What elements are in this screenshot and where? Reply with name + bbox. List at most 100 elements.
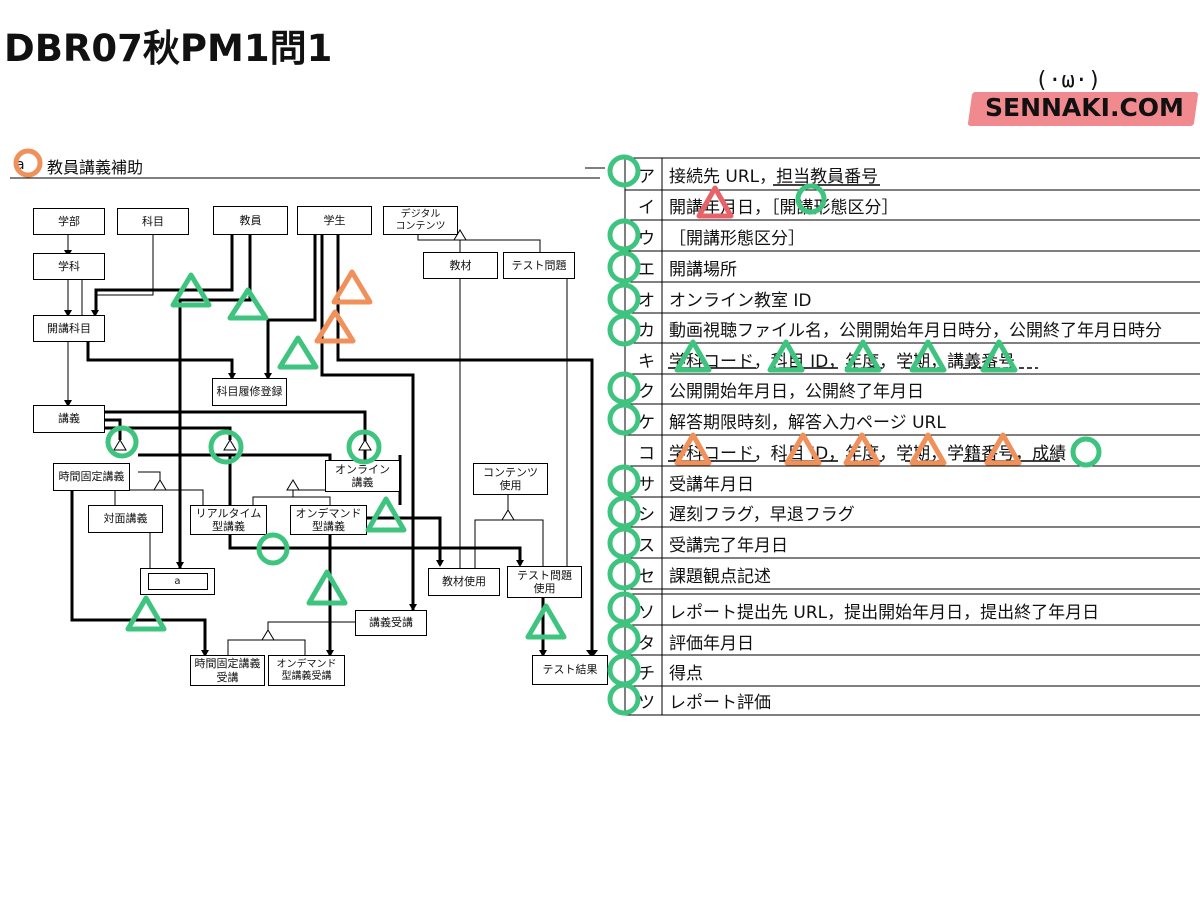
- entity-test-shiyou: テスト問題 使用: [507, 566, 582, 598]
- circle-mark: [607, 313, 641, 347]
- entity-jikan-jukou: 時間固定講義 受講: [190, 655, 265, 686]
- table-row: カ動画視聴ファイル名，公開開始年月日時分，公開終了年月日時分: [625, 312, 1200, 342]
- row-value: 学科コード，科目 ID，年度，学期，講義番号: [669, 352, 1016, 372]
- triangle-mark: [909, 432, 947, 466]
- circle-mark: [607, 250, 641, 284]
- table-row: ス受講完了年月日: [625, 527, 1200, 557]
- circle-mark: [607, 154, 641, 188]
- section-label: a: [16, 157, 25, 173]
- entity-test-mondai: テスト問題: [503, 252, 575, 279]
- row-value: 動画視聴ファイル名，公開開始年月日時分，公開終了年月日時分: [669, 321, 1162, 341]
- blank-a-label: a: [147, 573, 208, 590]
- row-key: カ: [638, 321, 655, 341]
- row-value: 遅刻フラグ，早退フラグ: [669, 505, 855, 525]
- entity-kamoku: 科目: [117, 208, 189, 235]
- circle-mark: [13, 148, 43, 178]
- entity-gakubu: 学部: [33, 208, 105, 235]
- row-key: シ: [638, 505, 655, 525]
- circle-mark: [607, 282, 641, 316]
- table-row: ケ解答期限時刻，解答入力ページ URL: [625, 404, 1200, 434]
- entity-jikan-kotei: 時間固定講義: [53, 463, 130, 491]
- row-key: エ: [638, 260, 655, 280]
- table-row: ツレポート評価: [625, 684, 1200, 714]
- logo-face: (·ω·): [1035, 68, 1102, 93]
- entity-realtime: リアルタイム 型講義: [190, 505, 267, 535]
- row-key: ケ: [638, 413, 655, 433]
- circle-mark: [607, 526, 641, 560]
- triangle-mark: [365, 496, 407, 533]
- row-key: ク: [638, 382, 655, 402]
- row-key: イ: [638, 198, 655, 218]
- table-row: ク公開開始年月日，公開終了年月日: [625, 373, 1200, 403]
- row-key: セ: [638, 567, 655, 587]
- logo-text: SENNAKI.COM: [985, 93, 1184, 122]
- entity-online: オンライン 講義: [325, 460, 400, 492]
- table-row: サ受講年月日: [625, 466, 1200, 496]
- triangle-mark: [125, 595, 167, 632]
- row-key: コ: [638, 444, 655, 464]
- circle-mark: [607, 464, 641, 498]
- row-value: 受講年月日: [669, 475, 754, 495]
- row-value: レポート評価: [669, 693, 771, 713]
- row-key: オ: [638, 291, 655, 311]
- triangle-mark: [784, 432, 822, 466]
- triangle-mark: [844, 339, 882, 373]
- triangle-mark: [980, 339, 1018, 373]
- table-row: オオンライン教室 ID: [625, 282, 1200, 312]
- row-value: 開講場所: [669, 260, 737, 280]
- circle-mark: [105, 425, 139, 459]
- circle-mark: [607, 218, 641, 252]
- row-key: ソ: [638, 603, 655, 623]
- entity-ondemand-jukou: オンデマンド 型講義受講: [268, 655, 345, 686]
- row-value: 接続先 URL，担当教員番号: [669, 167, 879, 187]
- triangle-mark: [767, 339, 805, 373]
- table-row: セ課題観点記述: [625, 558, 1200, 588]
- table-row: エ開講場所: [625, 251, 1200, 281]
- circle-mark: [607, 402, 641, 436]
- table-row: ア接続先 URL，担当教員番号: [625, 158, 1200, 188]
- table-row: タ評価年月日: [625, 625, 1200, 655]
- row-value: ［開講形態区分］: [669, 229, 805, 249]
- entity-digital: デジタル コンテンツ: [383, 206, 458, 235]
- row-key: ア: [638, 167, 655, 187]
- row-key: タ: [638, 634, 655, 654]
- row-value: 課題観点記述: [669, 567, 771, 587]
- row-key: ツ: [638, 693, 655, 713]
- table-row: ソレポート提出先 URL，提出開始年月日，提出終了年月日: [625, 594, 1200, 624]
- triangle-mark: [306, 569, 348, 606]
- row-value: 受講完了年月日: [669, 536, 788, 556]
- row-value: オンライン教室 ID: [669, 291, 812, 311]
- circle-mark: [346, 429, 382, 465]
- entity-kyouzai-shiyou: 教材使用: [428, 568, 500, 596]
- section-title: 教員講義補助: [47, 158, 144, 177]
- entity-test-kekka: テスト結果: [532, 655, 608, 685]
- table-row: ウ ［開講形態区分］: [625, 220, 1200, 250]
- circle-mark: [607, 557, 641, 591]
- circle-mark: [607, 622, 641, 656]
- entity-kamoku-rishu: 科目履修登録: [212, 378, 287, 406]
- triangle-mark: [696, 185, 734, 219]
- entity-kaikou-kamoku: 開講科目: [33, 315, 105, 342]
- row-key: キ: [638, 352, 655, 372]
- circle-mark: [256, 532, 290, 566]
- triangle-mark: [331, 269, 373, 305]
- entity-kyouzai: 教材: [423, 252, 498, 279]
- entity-contents-shiyou: コンテンツ 使用: [473, 463, 548, 495]
- row-key: ウ: [638, 229, 655, 249]
- entity-blank-a: a: [140, 568, 215, 595]
- triangle-mark: [674, 432, 712, 466]
- entity-gakusei: 学生: [297, 206, 372, 235]
- circle-mark: [607, 682, 641, 716]
- circle-mark: [1070, 436, 1102, 468]
- table-row: キ学科コード，科目 ID，年度，学期，講義番号: [625, 343, 1200, 373]
- triangle-mark: [984, 432, 1022, 466]
- triangle-mark: [277, 335, 319, 370]
- row-key: チ: [638, 664, 655, 684]
- row-value: 公開開始年月日，公開終了年月日: [669, 382, 924, 402]
- row-value: 解答期限時刻，解答入力ページ URL: [669, 413, 946, 433]
- row-key: サ: [638, 475, 655, 495]
- row-value: 学科コード，科目 ID，年度，学期，学籍番号，成績: [669, 444, 1067, 464]
- entity-gakka: 学科: [33, 253, 105, 280]
